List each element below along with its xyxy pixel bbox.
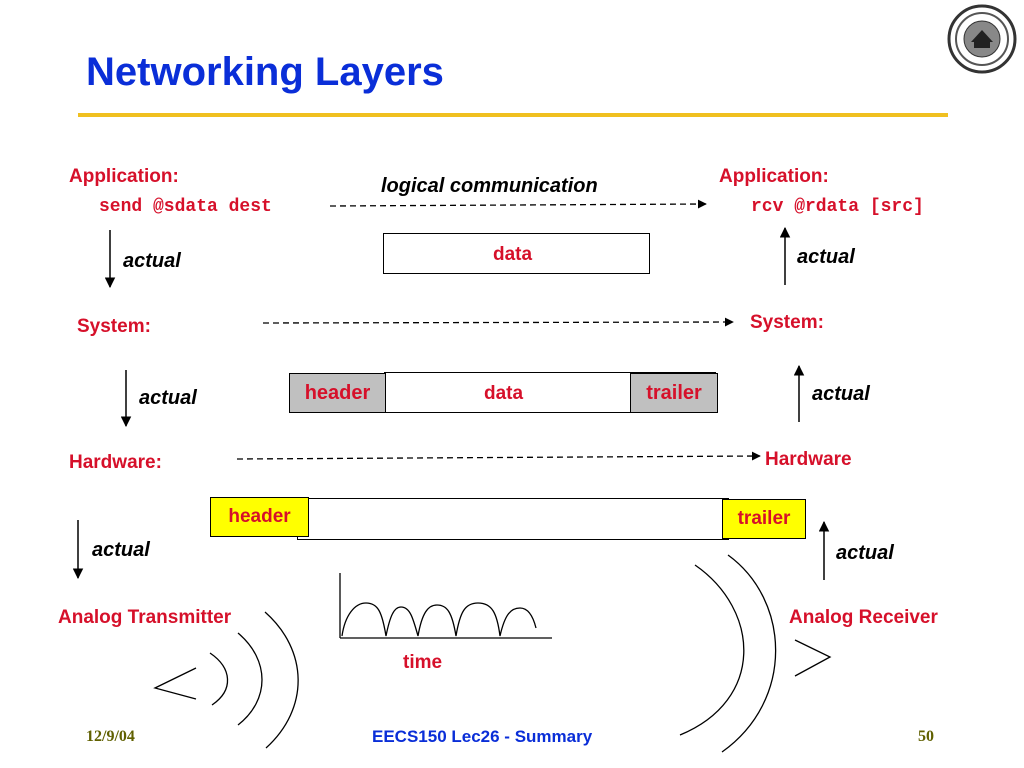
transmitter-waves-icon [153,611,299,749]
footer-course: EECS150 Lec26 - Summary [372,727,593,746]
title-underline [78,113,948,117]
logical-arrow-system [262,317,734,327]
left-actual-label-3: actual [92,539,150,561]
packet-application: data [383,233,650,274]
packet2-header: header [289,373,386,413]
packet-hardware [297,498,729,540]
footer-date: 12/9/04 [86,728,135,745]
send-call: send @sdata dest [99,197,272,217]
logical-arrow-application [329,199,707,209]
time-axis-label: time [403,652,443,673]
logical-communication-label: logical communication [381,175,598,197]
university-seal-icon [947,4,1017,74]
logical-arrow-hardware [236,451,761,461]
right-system-label: System: [750,312,824,333]
receiver-waves-icon [679,554,832,753]
time-signal-plot [339,573,552,639]
recv-call: rcv @rdata [src] [751,197,924,217]
right-actual-label-3: actual [836,542,894,564]
slide-title: Networking Layers [86,50,444,94]
left-actual-label-2: actual [139,387,197,409]
analog-transmitter-label: Analog Transmitter [58,607,232,628]
packet1-data-label: data [493,244,533,265]
left-system-label: System: [77,316,151,337]
packet2-data-label: data [484,383,524,404]
right-actual-label-2: actual [812,383,870,405]
packet2-trailer: trailer [630,373,718,413]
right-hardware-label: Hardware [765,449,852,470]
packet3-trailer: trailer [722,499,806,539]
analog-receiver-label: Analog Receiver [789,607,938,628]
left-actual-label-1: actual [123,250,181,272]
left-application-label: Application: [69,166,179,187]
right-actual-label-1: actual [797,246,855,268]
footer-page-number: 50 [918,728,934,745]
packet3-header: header [210,497,309,537]
left-hardware-label: Hardware: [69,452,162,473]
right-application-label: Application: [719,166,829,187]
